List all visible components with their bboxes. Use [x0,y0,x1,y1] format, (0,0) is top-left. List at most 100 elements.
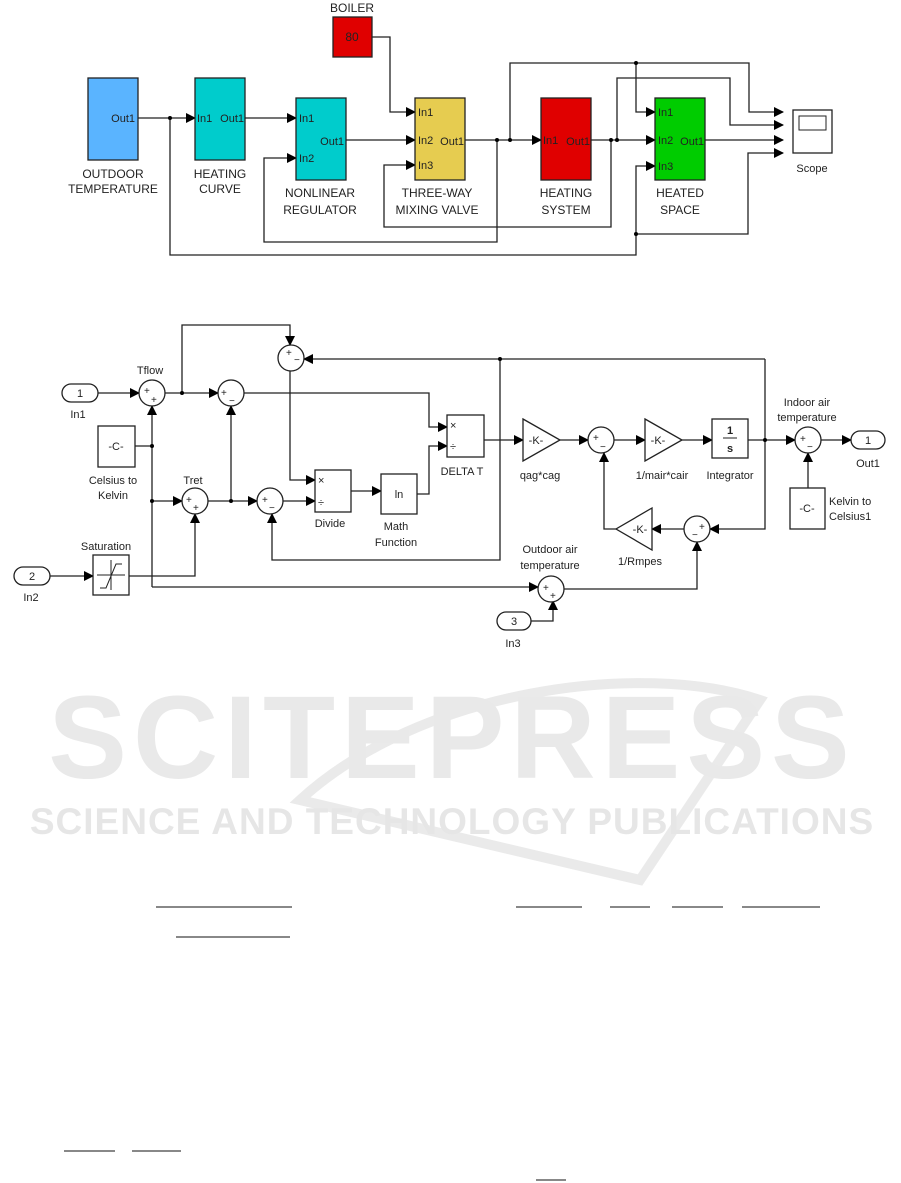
saturation-block[interactable]: Saturation [81,541,131,596]
block-label: OUTDOOR [82,167,144,181]
sum-heat-balance[interactable]: + − [587,426,615,454]
block-label: temperature [520,560,579,572]
three-way-mixing-valve-block[interactable]: In1 In2 In3 Out1 THREE-WAY MIXING VALVE [396,97,479,217]
block-label: DELTA T [441,466,484,478]
scope-block[interactable]: Scope [792,109,833,175]
gain-qag-cag[interactable]: -K- qag*cag [520,417,562,482]
sum-outdoor-air-temperature[interactable]: + + Outdoor air temperature [520,544,580,603]
block-label: Outdoor air [522,544,577,556]
boiler-value: 80 [345,30,359,44]
sign: − [600,442,606,453]
port-label: In1 [658,107,673,119]
sign: + [699,522,705,533]
inport-in3[interactable]: 3 In3 [496,611,532,650]
watermark-sub: SCIENCE AND TECHNOLOGY PUBLICATIONS [30,801,874,842]
block-label: Indoor air [784,397,831,409]
block-label: Divide [315,518,346,530]
constant-celsius-to-kelvin[interactable]: -C- Celsius to Kelvin [89,425,137,502]
port-label: In2 [418,135,433,147]
integrator-block[interactable]: 1 s Integrator [706,418,754,482]
block-label: Integrator [706,470,753,482]
nonlinear-regulator-block[interactable]: In1 In2 Out1 NONLINEAR REGULATOR [283,97,357,217]
block-label: qag*cag [520,470,560,482]
port-number: 2 [29,571,35,583]
port-label: In1 [543,135,558,147]
heated-space-block[interactable]: In1 In2 In3 Out1 HEATED SPACE [654,97,706,217]
sum-top[interactable]: + − [277,344,305,372]
block-label: SPACE [660,203,700,217]
port-label: In2 [658,135,673,147]
sign: + [221,388,227,399]
block-label: 1/Rmpes [618,556,663,568]
port-label: In3 [505,638,520,650]
sum-envelope[interactable]: − + [683,515,711,543]
sign: + [151,395,157,406]
port-label: In3 [418,160,433,172]
sum-return[interactable]: + − [256,487,284,515]
block-label: CURVE [199,182,241,196]
inport-in1[interactable]: 1 In1 [61,383,99,421]
block-label: MIXING VALVE [396,203,479,217]
sign: − [229,396,235,407]
sign: + [550,591,556,602]
sign: + [543,583,549,594]
port-label: Out1 [440,136,464,148]
port-label: Out1 [856,458,880,470]
block-label: 1/mair*cair [636,470,689,482]
divide-block[interactable]: × ÷ Divide [314,469,352,530]
port-label: In2 [299,153,314,165]
divide-icon: ÷ [450,441,456,453]
top-system-diagram: BOILER 80 Out1 OUTDOOR TEMPERATURE In1 O… [68,1,833,256]
outport-out1[interactable]: 1 Out1 [850,430,886,470]
sign: + [593,433,599,444]
port-label: In3 [658,161,673,173]
function-value: ln [395,489,404,501]
constant-value: -C- [799,503,815,515]
sign: + [262,495,268,506]
block-label: TEMPERATURE [68,182,158,196]
equation-fraction-bars [64,906,820,1181]
gain-value: -K- [633,524,648,536]
integrator-denominator: s [727,443,733,455]
sum-indoor-air-temperature[interactable]: + − Indoor air temperature [777,397,837,454]
sign: − [692,530,698,541]
sign: + [286,348,292,359]
heating-system-block[interactable]: In1 Out1 HEATING SYSTEM [540,97,592,217]
sign: − [294,355,300,366]
block-label: THREE-WAY [402,186,473,200]
math-function-block[interactable]: ln Math Function [375,473,418,549]
block-label: HEATING [540,186,592,200]
block-label: SYSTEM [541,203,590,217]
sign: + [144,386,150,397]
top-wires [138,36,784,256]
block-label: NONLINEAR [285,186,355,200]
port-label: In1 [418,107,433,119]
gain-mair-cair[interactable]: -K- 1/mair*cair [636,417,689,482]
multiply-icon: × [318,475,324,487]
delta-t-product-block[interactable]: × ÷ DELTA T [441,414,485,478]
block-label: Celsius to [89,475,137,487]
port-label: Out1 [320,136,344,148]
port-number: 1 [865,435,871,447]
block-label: temperature [777,412,836,424]
gain-rmpes[interactable]: -K- 1/Rmpes [614,506,663,568]
boiler-block[interactable]: BOILER 80 [330,1,374,58]
port-label: Out1 [566,136,590,148]
sign: + [193,503,199,514]
integrator-numerator: 1 [727,425,733,437]
constant-kelvin-to-celsius[interactable]: -C- Kelvin to Celsius1 [789,487,871,530]
block-label: REGULATOR [283,203,357,217]
sign: + [186,495,192,506]
block-label: Kelvin [98,490,128,502]
port-label: In2 [23,592,38,604]
sum-flow-minus-return[interactable]: + − [217,379,245,407]
outdoor-temperature-block[interactable]: Out1 OUTDOOR TEMPERATURE [68,77,158,196]
block-label: Function [375,537,417,549]
sum-tflow[interactable]: + + Tflow [137,365,166,407]
port-label: In1 [299,113,314,125]
watermark: SCITEPRESS SCIENCE AND TECHNOLOGY PUBLIC… [30,672,874,886]
tret-label: Tret [183,475,202,487]
heating-curve-block[interactable]: In1 Out1 HEATING CURVE [194,77,246,196]
inport-in2[interactable]: 2 In2 [13,566,51,604]
sum-tret[interactable]: + + Tret [181,475,209,515]
